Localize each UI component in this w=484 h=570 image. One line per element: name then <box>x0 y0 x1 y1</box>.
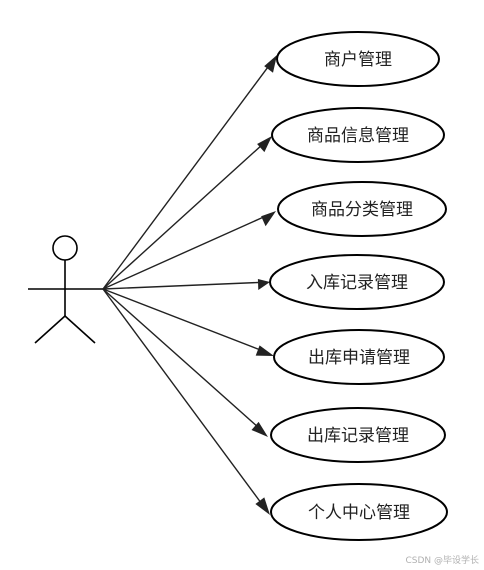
use-case-入库记录管理: 入库记录管理 <box>269 254 445 310</box>
arrowhead <box>264 55 277 73</box>
use-case-label: 商品信息管理 <box>307 126 409 146</box>
arrowhead <box>255 345 274 356</box>
use-case-个人中心管理: 个人中心管理 <box>270 483 448 541</box>
arrowhead <box>255 497 270 515</box>
use-case-商品分类管理: 商品分类管理 <box>277 181 447 237</box>
arrowhead <box>257 136 272 153</box>
actor <box>28 235 103 344</box>
use-case-商品信息管理: 商品信息管理 <box>271 107 445 163</box>
use-case-label: 商户管理 <box>324 50 392 70</box>
arrowhead <box>257 279 270 290</box>
actor-right-leg <box>64 315 96 344</box>
association-lines <box>102 55 277 515</box>
arrowhead <box>261 211 276 227</box>
use-case-ellipse <box>269 254 445 310</box>
use-case-商户管理: 商户管理 <box>276 31 440 87</box>
association-7 <box>102 288 270 515</box>
association-1 <box>102 55 277 290</box>
use-case-ellipse <box>270 407 446 463</box>
use-case-label: 个人中心管理 <box>308 503 410 523</box>
use-case-ellipse <box>277 181 447 237</box>
use-case-ellipse <box>271 107 445 163</box>
association-4 <box>102 279 270 290</box>
use-case-出库记录管理: 出库记录管理 <box>270 407 446 463</box>
association-3 <box>102 211 276 290</box>
use-case-ellipse <box>273 329 445 385</box>
use-case-label: 出库记录管理 <box>307 426 409 446</box>
actor-left-leg <box>34 315 66 344</box>
association-5 <box>102 288 274 356</box>
use-case-ellipse <box>276 31 440 87</box>
use-case-label: 出库申请管理 <box>308 348 410 368</box>
use-case-ellipse <box>270 483 448 541</box>
association-6 <box>102 288 268 437</box>
arrowhead <box>251 421 268 437</box>
actor-head <box>52 235 78 261</box>
watermark: CSDN @毕设学长 <box>405 554 479 566</box>
association-2 <box>102 136 272 290</box>
use-case-label: 商品分类管理 <box>311 200 413 220</box>
use-case-出库申请管理: 出库申请管理 <box>273 329 445 385</box>
use-case-label: 入库记录管理 <box>306 273 408 293</box>
